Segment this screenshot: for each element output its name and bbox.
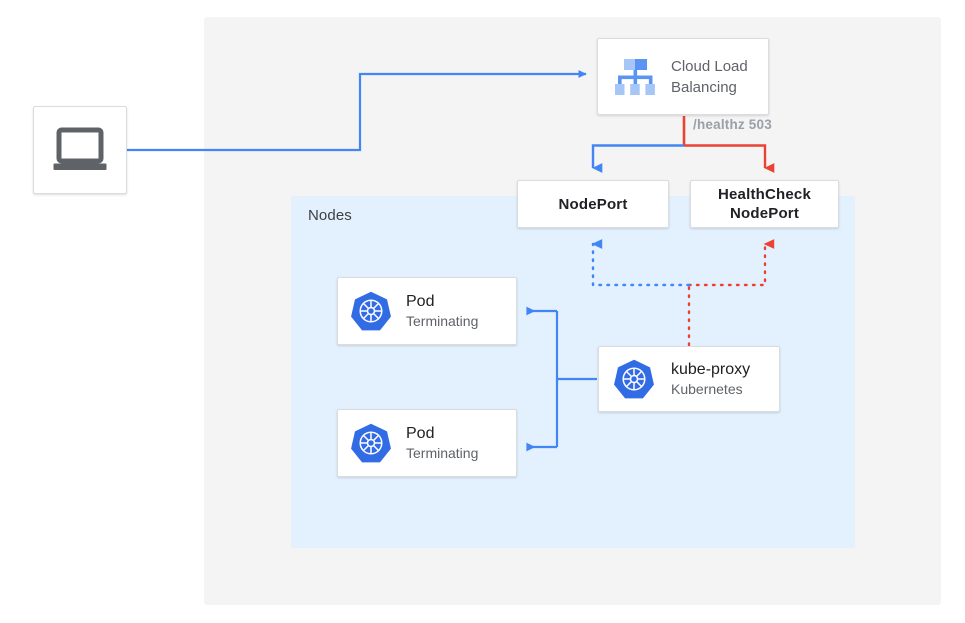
clb-label-line-2: Balancing xyxy=(671,78,737,96)
cloud-load-balancing-card[interactable]: Cloud Load Balancing xyxy=(597,38,769,115)
edge-client-to-loadbalancer xyxy=(127,70,587,152)
clb-label-line-1: Cloud Load xyxy=(671,57,748,75)
healthcheck-nodeport-label: HealthCheck NodePort xyxy=(718,185,811,223)
healthcheck-nodeport-card[interactable]: HealthCheck NodePort xyxy=(690,180,839,228)
nodeport-card[interactable]: NodePort xyxy=(517,180,669,228)
pod-status: Terminating xyxy=(406,312,479,329)
kubernetes-icon xyxy=(351,291,391,331)
pod-status: Terminating xyxy=(406,444,479,461)
edge-kubeproxy-to-healthcheck-nodeport xyxy=(687,239,775,287)
pod-card[interactable]: Pod Terminating xyxy=(337,409,517,477)
pod-text: Pod Terminating xyxy=(406,292,478,331)
cloud-load-balancing-icon xyxy=(615,58,655,95)
client-device-card[interactable] xyxy=(33,106,127,194)
nodes-panel-label: Nodes xyxy=(308,207,352,224)
pod-title: Pod xyxy=(406,292,435,310)
healthcheck-nodeport-line-2: NodePort xyxy=(729,205,800,222)
kubernetes-icon xyxy=(614,359,654,399)
kube-proxy-card[interactable]: kube-proxy Kubernetes xyxy=(598,346,780,412)
kube-proxy-title: kube-proxy xyxy=(671,360,751,378)
kube-proxy-text: kube-proxy Kubernetes xyxy=(671,360,750,399)
pod-text: Pod Terminating xyxy=(406,424,478,463)
pod-title: Pod xyxy=(406,424,435,442)
kubernetes-icon xyxy=(351,423,391,463)
edge-kubeproxy-to-nodeport xyxy=(591,239,691,287)
laptop-icon xyxy=(53,127,107,170)
edge-loadbalancer-to-healthcheck-nodeport xyxy=(684,144,775,173)
nodeport-label: NodePort xyxy=(558,195,628,213)
pod-card[interactable]: Pod Terminating xyxy=(337,277,517,345)
cloud-load-balancing-label: Cloud Load Balancing xyxy=(671,56,748,98)
healthz-503-label: /healthz 503 xyxy=(693,117,772,132)
edge-loadbalancer-to-nodeport xyxy=(591,144,684,173)
kube-proxy-subtitle: Kubernetes xyxy=(671,380,743,397)
healthcheck-nodeport-line-1: HealthCheck xyxy=(717,186,812,203)
